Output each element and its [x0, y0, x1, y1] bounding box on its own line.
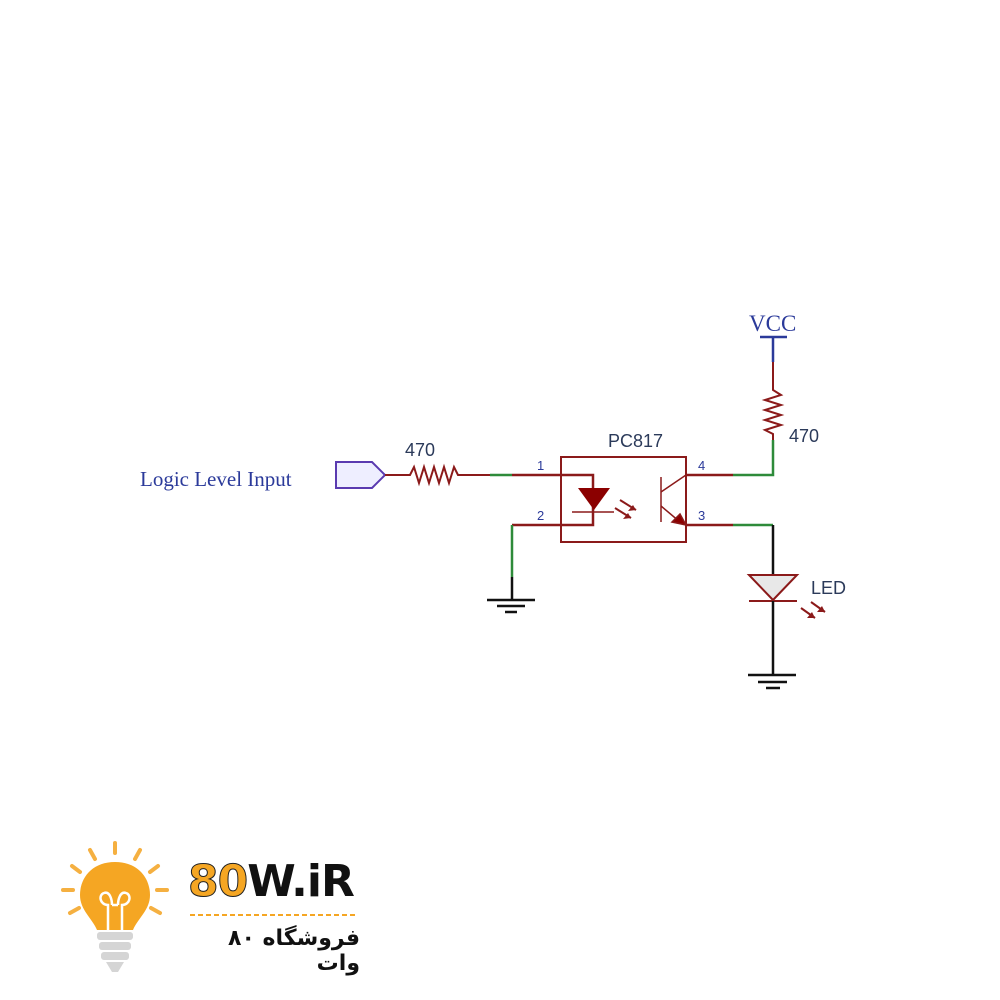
brand-logo-text: 80W.iR — [187, 856, 355, 908]
brand-tagline: فروشگاه ۸۰ وات — [228, 926, 360, 976]
pullup-resistor-value: 470 — [789, 426, 819, 446]
net-wire — [733, 440, 775, 477]
input-port — [335, 461, 387, 489]
pin-2-label: 2 — [537, 508, 544, 523]
ground-icon — [748, 673, 796, 690]
pin-4-label: 4 — [698, 458, 705, 473]
lightbulb-logo-icon — [61, 841, 169, 972]
ir-diode-icon — [572, 488, 637, 519]
pin-1-label: 1 — [537, 458, 544, 473]
phototransistor-icon — [660, 474, 688, 527]
diode-wire — [512, 473, 595, 527]
ic-label: PC817 — [608, 431, 663, 451]
pin-3-label: 3 — [698, 508, 705, 523]
pullup-resistor — [761, 362, 785, 440]
ic-pc817 — [560, 456, 687, 543]
input-resistor-value: 470 — [405, 440, 435, 460]
brand-accent: 80 — [187, 856, 248, 908]
input-label: Logic Level Input — [140, 467, 292, 491]
vcc-label: VCC — [749, 311, 796, 336]
brand-rest: W.iR — [247, 856, 355, 907]
ground-icon — [487, 598, 535, 614]
led-label: LED — [811, 578, 846, 598]
input-resistor — [385, 463, 490, 487]
